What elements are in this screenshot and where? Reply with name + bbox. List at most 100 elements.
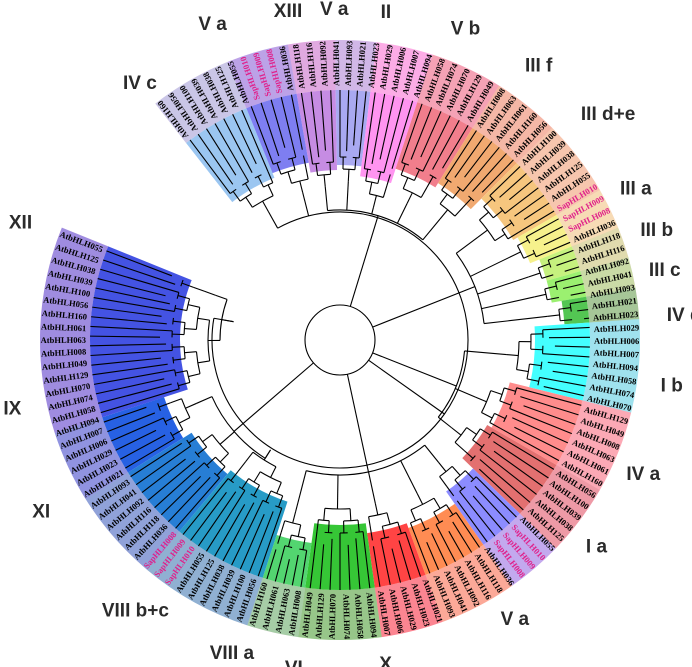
internal-node-arc <box>275 505 282 509</box>
leaf-branch <box>474 485 510 525</box>
internal-branch <box>270 466 277 478</box>
leaf-branch <box>479 459 531 503</box>
internal-branch <box>287 171 293 184</box>
leaf-branch <box>570 300 588 305</box>
subfamily-label: XIII <box>274 1 303 22</box>
leaf-branch <box>250 106 274 165</box>
leaf-branch <box>92 306 162 317</box>
leaf-branch <box>448 530 465 558</box>
clade-stem <box>324 186 329 211</box>
internal-branch <box>253 484 261 496</box>
clade-shading <box>367 523 426 588</box>
leaf-label: AtbHLH116 <box>304 42 318 88</box>
leaf-branch <box>319 544 325 590</box>
ring-segment <box>334 40 377 92</box>
internal-branch <box>409 522 416 535</box>
internal-branch <box>181 282 194 288</box>
internal-node-arc <box>176 382 180 389</box>
internal-branch <box>174 307 187 312</box>
ring-segment <box>519 465 600 549</box>
leaf-branch <box>493 450 544 487</box>
leaf-branch <box>125 438 175 469</box>
internal-branch <box>188 373 201 378</box>
leaf-branch <box>452 521 473 553</box>
leaf-branch <box>91 316 167 325</box>
leaf-branch <box>330 90 334 163</box>
clade-stem <box>371 207 375 215</box>
backbone-branch <box>372 352 457 387</box>
leaf-branch <box>577 308 589 312</box>
subfamily-label: IV c <box>123 73 157 94</box>
internal-branch <box>463 449 474 459</box>
leaf-label: AtbHLH006 <box>594 336 639 346</box>
internal-branch <box>381 526 386 539</box>
internal-branch <box>501 222 513 231</box>
internal-node-arc <box>479 443 485 451</box>
clade-stem <box>424 444 439 463</box>
subfamily-label: VIII a <box>210 643 255 664</box>
leaf-branch <box>499 173 527 198</box>
internal-branch <box>177 295 190 300</box>
clade-stem <box>267 211 279 229</box>
internal-branch <box>276 482 282 494</box>
leaf-branch <box>478 468 524 511</box>
leaf-branch <box>380 538 391 586</box>
internal-branch <box>413 169 420 181</box>
internal-branch <box>347 169 350 182</box>
internal-branch <box>472 439 483 448</box>
internal-node-arc <box>175 416 184 430</box>
internal-branch <box>219 436 230 445</box>
internal-branch <box>202 434 213 443</box>
internal-branch <box>479 211 489 221</box>
clade-stem <box>213 317 234 323</box>
ring-segment <box>556 400 632 490</box>
internal-node-arc <box>211 434 229 454</box>
internal-branch <box>172 346 185 348</box>
internal-node-arc <box>173 304 177 312</box>
internal-node-arc <box>273 161 281 165</box>
subfamily-label: III b <box>640 220 673 241</box>
subfamily-label: III c <box>649 260 681 281</box>
leaf-branch <box>398 540 412 580</box>
ring-segment <box>39 227 109 433</box>
leaf-branch <box>106 250 173 277</box>
ring-segment <box>516 127 600 215</box>
leaf-label: AtbHLH041 <box>331 41 341 86</box>
backbone-branch <box>346 374 370 473</box>
leaf-branch <box>542 353 590 358</box>
internal-branch <box>219 453 229 463</box>
leaf-label: AtbHLH160 <box>41 308 87 322</box>
internal-node-arc <box>514 387 518 395</box>
internal-branch <box>452 188 461 199</box>
leaf-branch <box>91 357 161 366</box>
internal-branch <box>302 155 307 168</box>
internal-node-arc <box>509 401 513 409</box>
internal-branch <box>516 369 529 373</box>
leaf-branch <box>479 449 537 495</box>
internal-branch <box>302 537 306 550</box>
internal-branch <box>368 182 373 195</box>
leaf-branch <box>514 194 545 217</box>
ring-segment <box>298 587 382 640</box>
internal-branch <box>420 186 428 198</box>
leaf-branch <box>197 491 237 547</box>
ring-segment <box>85 472 180 570</box>
internal-branch <box>372 195 377 208</box>
leaf-branch <box>291 554 299 586</box>
backbone-branch <box>349 215 379 307</box>
clade-shading <box>408 503 484 575</box>
internal-branch <box>267 171 274 183</box>
internal-branch <box>507 232 519 240</box>
internal-node-arc <box>470 455 476 462</box>
clade-stem <box>264 449 271 459</box>
internal-node-arc <box>499 387 505 402</box>
leaf-branch <box>270 99 286 148</box>
internal-branch <box>494 233 506 242</box>
subfamily-label: III a <box>620 178 652 199</box>
ring-segment <box>417 54 499 128</box>
leaf-branch <box>353 90 358 146</box>
internal-branch <box>278 495 284 508</box>
internal-node-arc <box>509 219 515 227</box>
internal-branch <box>369 528 373 541</box>
